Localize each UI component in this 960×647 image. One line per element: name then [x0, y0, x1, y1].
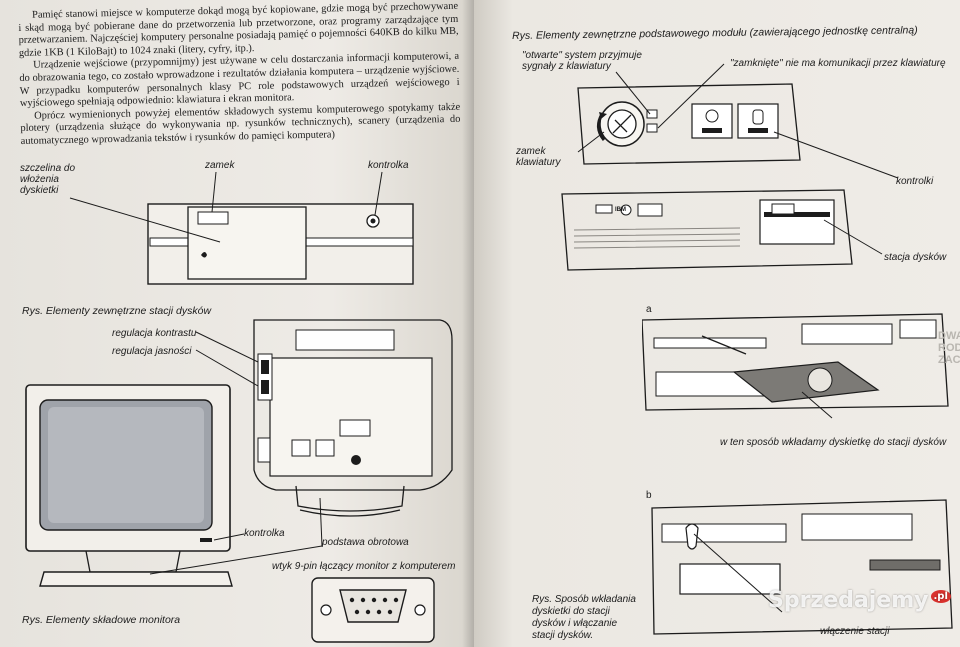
right-page: Rys. Elementy zewnętrzne podstawowego mo… — [474, 0, 960, 647]
caption-monitor: Rys. Elementy składowe monitora — [22, 614, 181, 626]
label-lock: zamek — [205, 160, 235, 171]
system-unit-illustration — [561, 63, 899, 271]
ibm-badge: IBM — [615, 207, 626, 213]
caption-figure-b: Rys. Sposób wkładania dyskietki do stacj… — [532, 594, 636, 641]
caption-disk-drive: Rys. Elementy zewnętrzne stacji dysków — [22, 305, 212, 317]
figure-b-letter: b — [646, 490, 652, 501]
watermark: Sprzedajemy.pl — [768, 588, 951, 613]
label-connector: wtyk 9-pin łączący monitor z komputerem — [272, 561, 456, 572]
label-indicator-monitor: kontrolka — [244, 528, 285, 539]
body-text: Pamięć stanowi miejsce w komputerze doką… — [18, 1, 461, 149]
label-closed: "zamknięte" nie ma komunikacji przez kla… — [730, 58, 946, 69]
figure-a-letter: a — [646, 304, 652, 315]
figure-b-illustration — [651, 499, 953, 635]
figure-a-illustration — [642, 313, 949, 419]
label-drive: stacja dysków — [884, 252, 947, 263]
label-keylock: zamek klawiatury — [516, 146, 561, 168]
paragraph-io-devices: Urządzenie wejściowe (przypomnijmy) jest… — [19, 51, 460, 110]
disk-drive-illustration — [69, 171, 414, 285]
left-page: Pamięć stanowi miejsce w komputerze doką… — [0, 0, 474, 647]
label-contrast: regulacja kontrastu — [112, 328, 197, 339]
label-indicator-drive: kontrolka — [368, 160, 409, 171]
watermark-text: Sprzedajemy — [768, 588, 929, 613]
label-brightness: regulacja jasności — [112, 346, 192, 357]
label-drive-on: włączenie stacji — [820, 626, 890, 637]
paragraph-memory: Pamięć stanowi miejsce w komputerze doką… — [18, 0, 459, 59]
label-swivel-base: podstawa obrotowa — [322, 537, 409, 548]
caption-figure-a: w ten sposób wkładamy dyskietkę do stacj… — [720, 437, 947, 448]
caption-system-unit: Rys. Elementy zewnętrzne podstawowego mo… — [512, 24, 918, 42]
label-indicators: kontrolki — [896, 176, 934, 187]
label-disk-slot: szczelina do włożenia dyskietki — [20, 163, 76, 196]
label-open: "otwarte" system przyjmuje sygnały z kla… — [522, 50, 642, 72]
monitor-illustration — [25, 319, 453, 643]
watermark-badge: .pl — [930, 589, 951, 603]
